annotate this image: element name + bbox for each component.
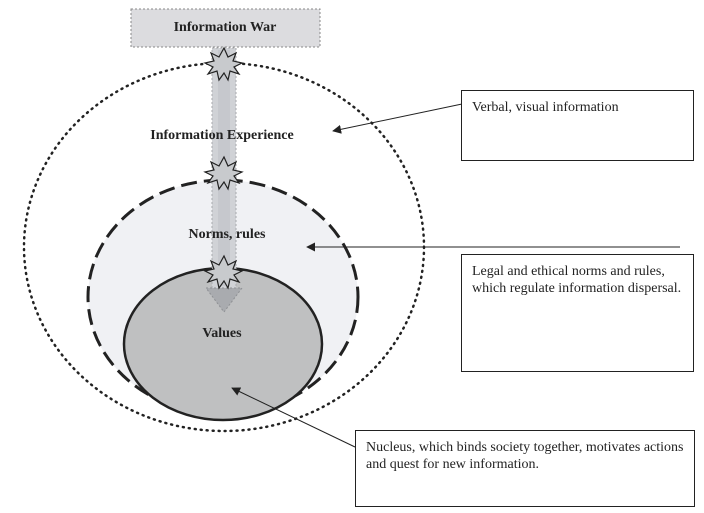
starburst-middle-icon — [203, 155, 244, 191]
starburst-inner-icon — [203, 254, 244, 290]
values-label: Values — [202, 326, 242, 341]
information-experience-label: Information Experience — [150, 128, 293, 143]
information-war-box — [130, 8, 321, 48]
verbal-callout-arrow — [332, 103, 463, 134]
legal-norms-callout: Legal and ethical norms and rules, which… — [461, 254, 694, 372]
norms-rules-label: Norms, rules — [189, 227, 267, 242]
information-flow-arrow-head — [205, 287, 243, 313]
verbal-info-text: Verbal, visual information — [472, 100, 619, 115]
legal-norms-text: Legal and ethical norms and rules, which… — [472, 264, 682, 296]
nucleus-callout-arrow — [231, 387, 356, 448]
nucleus-text: Nucleus, which binds society together, m… — [366, 440, 684, 472]
starburst-outer-icon — [203, 46, 244, 82]
information-war-label: Information War — [174, 20, 277, 35]
nucleus-callout: Nucleus, which binds society together, m… — [355, 430, 695, 507]
verbal-info-callout: Verbal, visual information — [461, 90, 694, 161]
